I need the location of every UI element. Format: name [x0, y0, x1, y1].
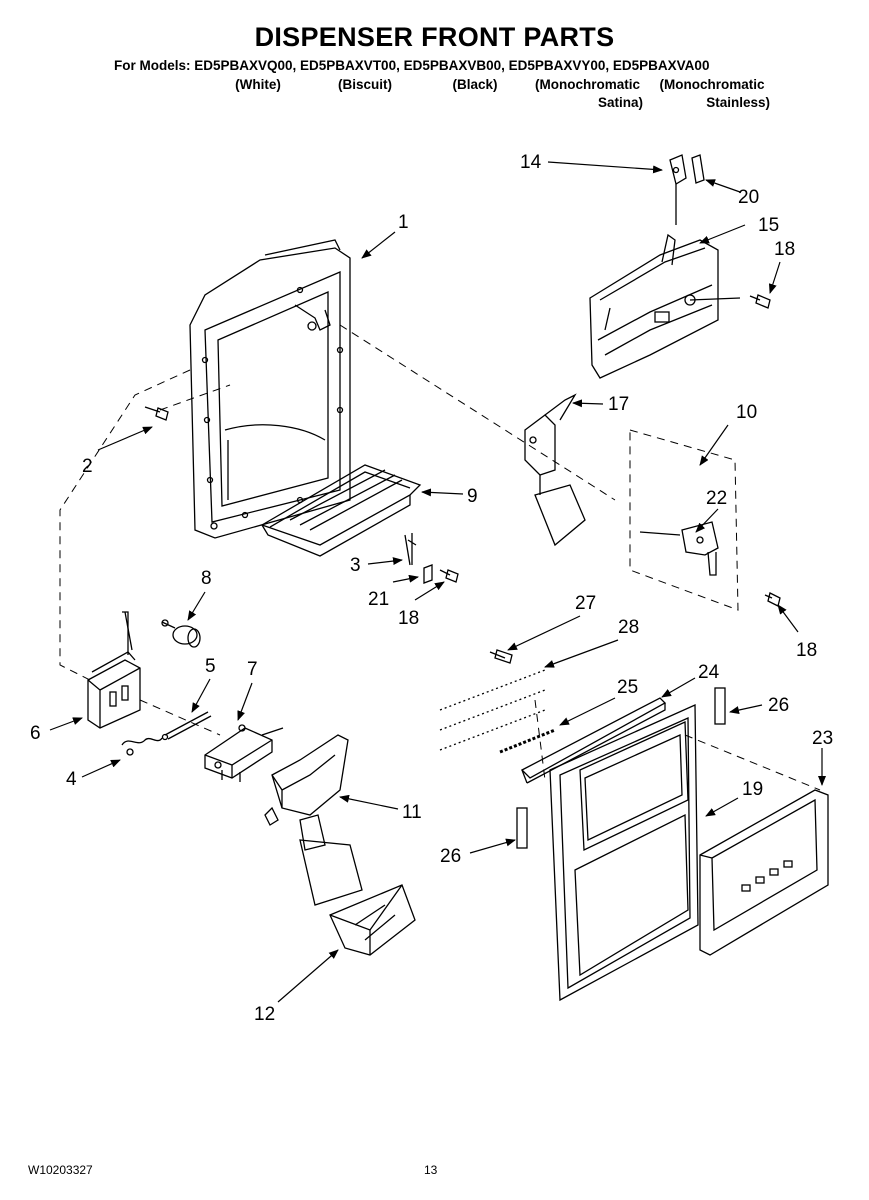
leader-lines	[49, 161, 826, 1003]
part-26-pad-b	[516, 807, 528, 849]
callout-4: 4	[66, 769, 77, 790]
callout-1: 1	[398, 212, 409, 233]
callout-27: 27	[575, 593, 596, 614]
callout-19: 19	[742, 779, 763, 800]
part-28-rail	[439, 669, 546, 751]
callout-23: 23	[812, 728, 833, 749]
page-title: DISPENSER FRONT PARTS	[254, 22, 615, 52]
part-8-solenoid	[161, 619, 201, 648]
callout-18-b: 18	[398, 608, 419, 629]
callout-21: 21	[368, 589, 389, 610]
assembly-lines	[59, 324, 821, 791]
callout-3: 3	[350, 555, 361, 576]
callout-10: 10	[736, 402, 757, 423]
part-17-water-paddle	[524, 393, 586, 547]
part-9-drip-tray	[260, 464, 422, 557]
callout-26-b: 26	[440, 846, 461, 867]
part-2-screw	[144, 406, 169, 421]
part-4-spring	[121, 737, 163, 756]
callout-24: 24	[698, 662, 720, 683]
models-line: For Models: ED5PBAXVQ00, ED5PBAXVT00, ED…	[114, 58, 710, 73]
callout-labels: 1 2 3 4 5 6 7 8 9 10 11 12 14 15 17 18 1…	[30, 152, 833, 1025]
part-21-clip	[423, 564, 433, 584]
finish-white: (White)	[235, 77, 281, 92]
part-18-screw-c	[764, 592, 781, 607]
callout-15: 15	[758, 215, 779, 236]
part-24-trim-bar	[520, 697, 667, 784]
callout-26-a: 26	[768, 695, 789, 716]
part-6-module	[87, 611, 141, 729]
callout-2: 2	[82, 456, 93, 477]
part-5-rod	[161, 711, 212, 741]
finish-mono-satina-line2: Satina)	[597, 95, 643, 110]
part-18-screw-b	[749, 294, 771, 309]
part-26-pad-a	[714, 687, 726, 725]
callout-17: 17	[608, 394, 629, 415]
callout-18-a: 18	[774, 239, 795, 260]
part-23-front-panel	[699, 789, 829, 956]
part-19-frame	[549, 704, 699, 1002]
page-number: 13	[424, 1163, 438, 1177]
part-20-plate	[691, 154, 705, 184]
callout-8: 8	[201, 568, 212, 589]
part-15-upper-bracket	[589, 233, 741, 379]
part-12-ice-chute	[299, 839, 416, 956]
document-number: W10203327	[28, 1163, 93, 1177]
callout-6: 6	[30, 723, 41, 744]
part-1-dispenser-housing	[189, 239, 351, 539]
callout-9: 9	[467, 486, 478, 507]
callout-11: 11	[402, 802, 422, 823]
callout-25: 25	[617, 677, 638, 698]
callout-7: 7	[247, 659, 258, 680]
finish-mono-stainless-line2: Stainless)	[706, 95, 770, 110]
finish-biscuit: (Biscuit)	[338, 77, 392, 92]
callout-18-c: 18	[796, 640, 817, 661]
callout-14: 14	[520, 152, 542, 173]
part-25-buttons	[499, 728, 556, 754]
callout-20: 20	[738, 187, 759, 208]
part-18-screw-a	[439, 569, 459, 583]
callout-5: 5	[205, 656, 216, 677]
part-22-lever	[639, 521, 719, 576]
callout-12: 12	[254, 1004, 275, 1025]
callout-22: 22	[706, 488, 727, 509]
callout-28: 28	[618, 617, 639, 638]
finish-mono-satina-line1: (Monochromatic	[534, 77, 640, 92]
part-7-hinge	[204, 724, 284, 782]
part-14-switch	[669, 154, 687, 225]
part-11-bracket	[264, 734, 349, 851]
part-27-screw	[489, 649, 513, 664]
finish-black: (Black)	[452, 77, 498, 92]
part-3-spring-clip	[404, 533, 417, 566]
finish-mono-stainless-line1: (Monochromatic	[659, 77, 765, 92]
